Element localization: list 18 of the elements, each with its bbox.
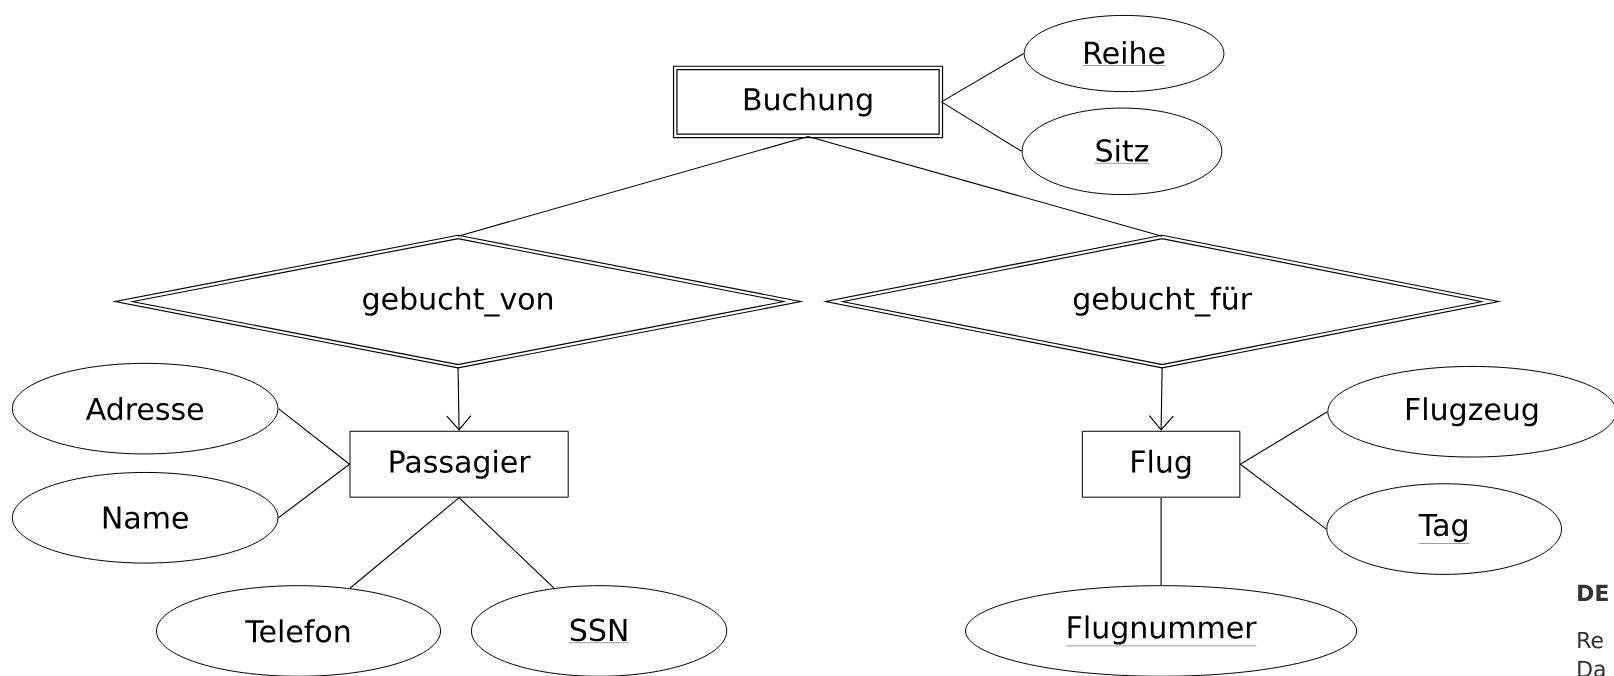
connector-line xyxy=(1160,497,1162,586)
connector-line xyxy=(940,101,1023,152)
entity-box: Flug xyxy=(1081,430,1241,498)
arrow xyxy=(446,366,472,431)
arrow xyxy=(1148,366,1174,431)
text-fragment: Re xyxy=(1578,632,1603,649)
connector-line xyxy=(1239,463,1327,530)
connector-line xyxy=(458,497,555,589)
connector-line xyxy=(349,497,460,589)
entity-box: Passagier xyxy=(349,430,569,498)
connector-line xyxy=(940,53,1025,103)
connector-line xyxy=(277,408,351,465)
connector-line xyxy=(807,135,1163,237)
text-fragment: DE xyxy=(1578,584,1608,601)
connector-line xyxy=(277,463,351,519)
connector-line xyxy=(457,135,809,237)
weak-entity-box: Buchung xyxy=(672,65,944,139)
connector-line xyxy=(1239,411,1328,465)
